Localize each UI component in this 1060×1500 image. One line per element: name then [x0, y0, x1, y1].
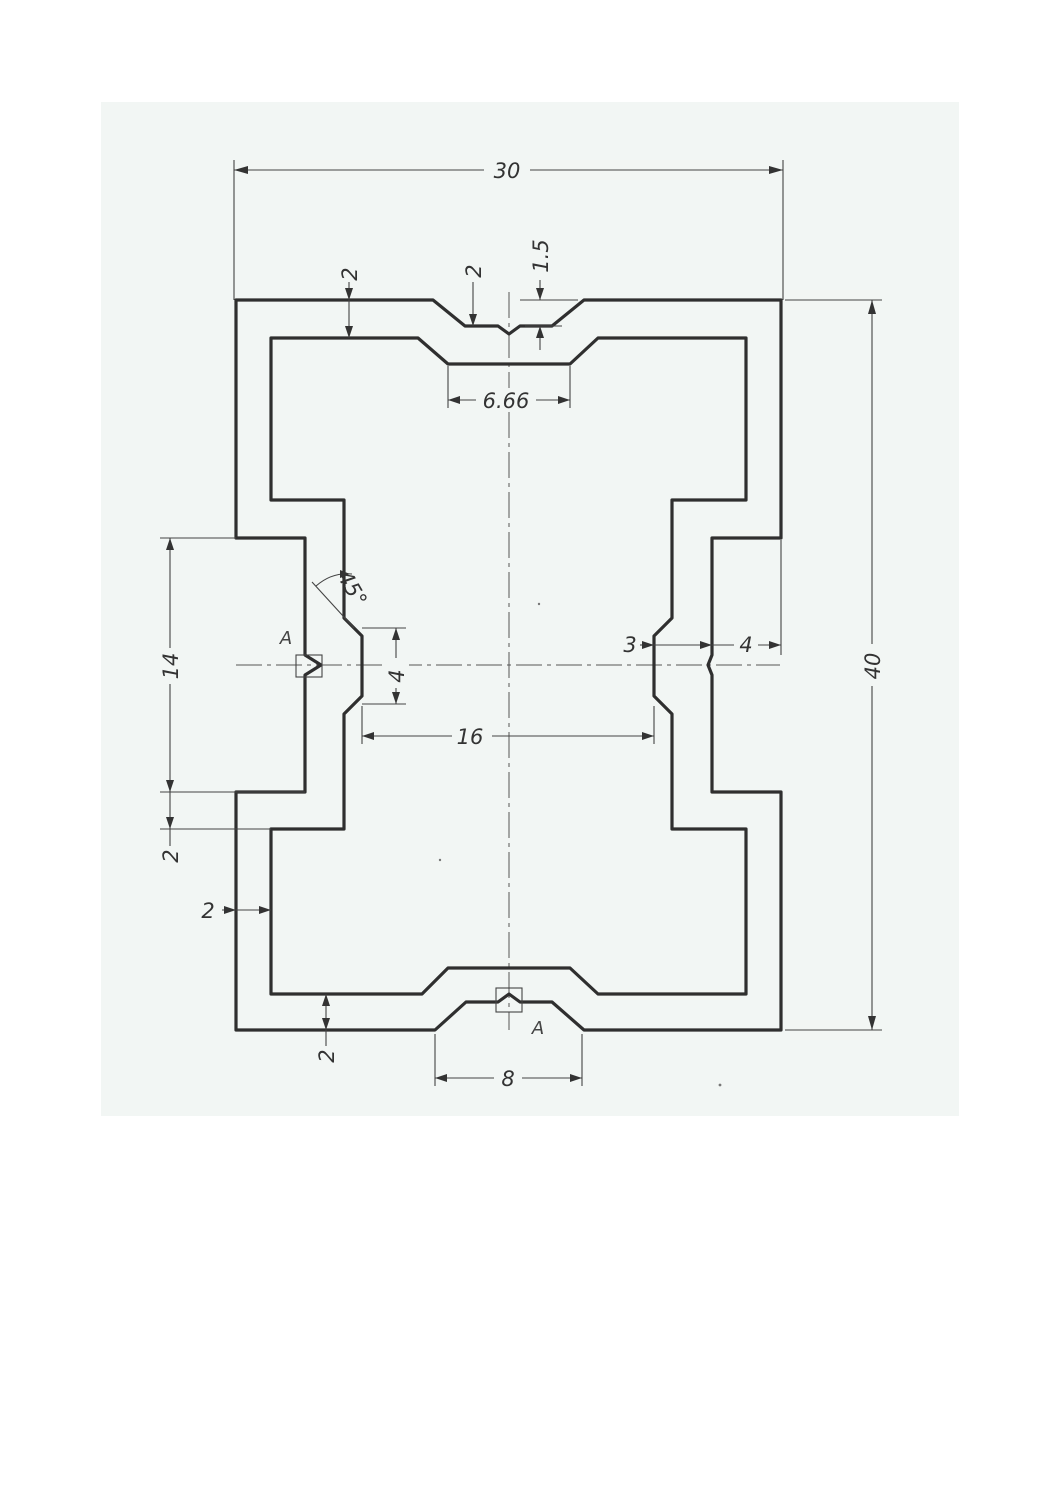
dim-side-depth: 3 — [623, 633, 636, 657]
dim-notch-depth: 1.5 — [529, 239, 553, 272]
dim-wall-left-step: 2 — [159, 849, 183, 862]
speck — [718, 1083, 722, 1087]
section-label-left: A — [279, 628, 292, 649]
inner-profile — [269, 336, 748, 996]
dim-wall-left: 2 — [201, 899, 214, 923]
dim-bottom-flat: 8 — [501, 1067, 514, 1091]
dim-angle: 45° — [332, 566, 371, 610]
section-mark-left — [295, 654, 323, 678]
dim-top-flat: 6.66 — [483, 389, 530, 413]
dim-groove-depth-top: 2 — [462, 264, 486, 277]
dim-inner-width: 16 — [457, 725, 484, 749]
speck — [438, 858, 442, 862]
dim-center-height: 14 — [159, 653, 183, 680]
dim-side-offset: 4 — [739, 633, 752, 657]
dim-wall-top: 2 — [338, 267, 362, 280]
section-mark-bottom — [495, 987, 523, 1013]
speck — [537, 602, 541, 606]
dim-overall-height: 40 — [861, 653, 885, 680]
dim-side-flat: 4 — [385, 669, 409, 682]
section-label-bottom: A — [531, 1018, 544, 1039]
dim-overall-width: 30 — [494, 159, 521, 183]
dim-wall-bottom: 2 — [315, 1049, 339, 1062]
drawing-sheet — [101, 102, 959, 1116]
